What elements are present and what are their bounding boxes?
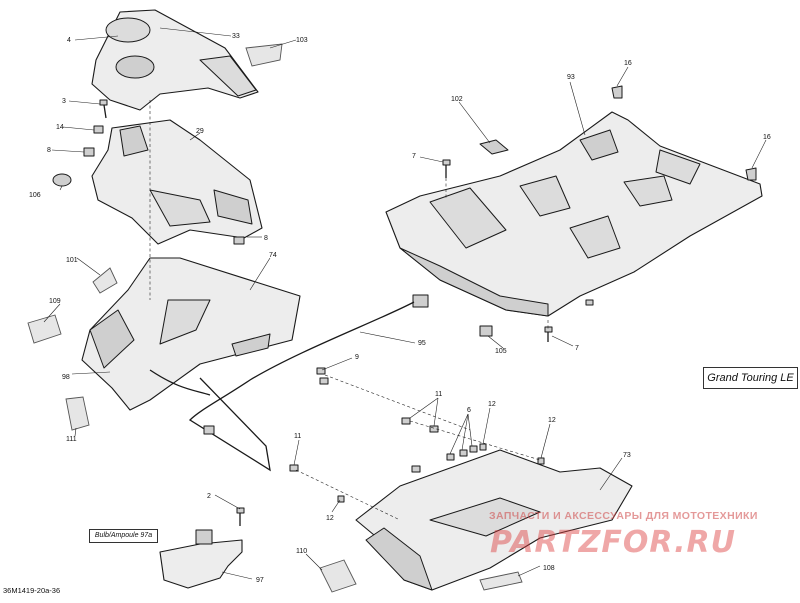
part-105-fastener [479,325,493,337]
part-111-sticker [65,396,90,431]
screw-panel-right [585,299,594,306]
nut-73 [411,465,421,473]
callout-7-lower: 7 [575,345,579,352]
part-16-bumper [611,85,623,99]
part-102-sticker [479,139,509,155]
callout-105: 105 [495,348,507,355]
bulb-reference-label: Bulb/Ampoule 97a [89,529,158,543]
callout-8: 8 [47,147,51,154]
part-14-clip [93,125,104,134]
callout-4: 4 [67,37,71,44]
callout-14: 14 [56,124,64,131]
part-97-light-assembly [159,529,243,589]
callout-8-lower: 8 [264,235,268,242]
part-8-nut-lower [233,236,245,245]
callout-3: 3 [62,98,66,105]
part-16-bumper-right [745,167,757,181]
callout-numbers: 4 33 103 3 29 14 8 106 8 102 93 16 16 7 … [29,33,771,584]
fasteners-11 [289,417,439,472]
part-7-screw-lower [544,326,553,342]
callout-93: 93 [567,74,575,81]
callout-9: 9 [355,354,359,361]
callout-111: 111 [66,436,77,443]
part-106-grommet [52,173,72,187]
callout-12-bottom: 12 [326,515,334,522]
fasteners-6 [446,445,478,461]
watermark-logo: PARTZFOR.RU [490,525,736,560]
callout-97: 97 [256,577,264,584]
part-109-sticker [27,314,62,344]
part-2-screw [236,507,245,526]
part-7-screw [442,159,451,178]
callout-33: 33 [232,33,240,40]
part-103-sticker [245,43,283,67]
callout-110: 110 [296,548,307,555]
part-29-gauge-support [91,119,263,245]
callout-12: 12 [488,401,496,408]
callout-74: 74 [269,252,277,259]
callout-108: 108 [543,565,555,572]
part-95-wire-harness [149,294,429,472]
watermark-subtitle: ЗАПЧАСТИ И АКСЕССУАРЫ ДЛЯ МОТОТЕХНИКИ [489,510,758,522]
callout-16: 16 [624,60,632,67]
callout-101: 101 [66,257,78,264]
callout-73: 73 [623,452,631,459]
callout-102: 102 [451,96,463,103]
callout-2: 2 [207,493,211,500]
part-8-nut [83,147,95,157]
part-33-console-cover [91,9,259,111]
drawing-code: 36M1419-20a-36 [3,586,61,595]
callout-7: 7 [412,153,416,160]
callout-6: 6 [467,407,471,414]
part-74-lower-console [81,257,301,411]
model-label: Grand Touring LE [703,367,798,389]
part-101-sticker [92,267,118,294]
callout-106: 106 [29,192,41,199]
part-73-lower-panel [355,449,633,591]
part-108-sticker [479,571,523,591]
callout-109: 109 [49,298,61,305]
callout-11: 11 [435,391,442,398]
callout-16-right: 16 [763,134,771,141]
assembly-dashed-lines [149,100,549,521]
leader-lines [43,27,767,580]
callout-29: 29 [196,128,204,135]
callout-98: 98 [62,374,70,381]
part-3-screw [99,99,108,119]
part-110-sticker [319,559,357,593]
callout-103: 103 [296,37,308,44]
callout-12-right: 12 [548,417,556,424]
callout-95: 95 [418,340,426,347]
fasteners-9 [316,367,329,385]
callout-11-left: 11 [294,433,301,440]
part-93-large-panel [385,111,763,317]
